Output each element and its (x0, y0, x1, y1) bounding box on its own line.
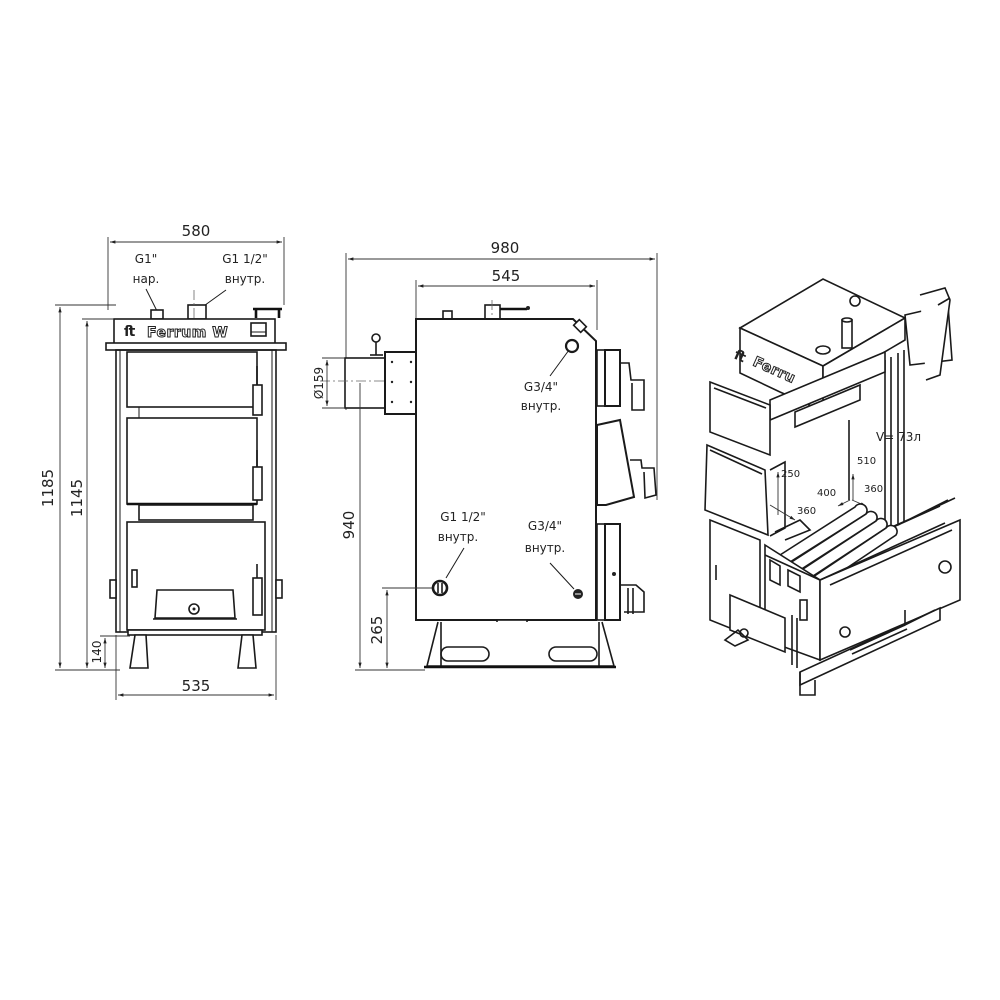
iso-dim-400: 400 (817, 488, 836, 499)
return-height-dim: 265 (368, 616, 386, 645)
total-height-dim: 1185 (39, 469, 57, 507)
iso-dim-360b: 360 (864, 484, 883, 495)
leg-height-dim: 140 (90, 641, 104, 664)
isometric-view: ﬅ Ferru 250 360 510 400 360 (704, 278, 961, 696)
fitting-left-type: нар. (133, 272, 160, 286)
side-fitting-br-type: внутр. (525, 541, 565, 555)
front-view: 580 G1" нар. G1 1/2" внутр. ﬅ Ferrum W (39, 222, 287, 700)
side-fitting-top-type: внутр. (521, 399, 561, 413)
product-logo: Ferrum W (147, 325, 228, 341)
logo-mark: ﬅ (124, 324, 135, 340)
body-height-dim: 1145 (68, 479, 86, 517)
side-fitting-bl-type: внутр. (438, 530, 478, 544)
iso-dim-360a: 360 (797, 506, 816, 517)
fitting-right-size: G1 1/2" (222, 252, 268, 266)
bottom-width-dim: 535 (182, 677, 211, 695)
fitting-left-size: G1" (135, 252, 157, 266)
fitting-right-type: внутр. (225, 272, 265, 286)
side-fitting-br-size: G3/4" (528, 519, 562, 533)
iso-dim-510: 510 (857, 456, 876, 467)
total-length-dim: 980 (491, 239, 520, 257)
flue-height-dim: 940 (340, 511, 358, 540)
side-fitting-top-size: G3/4" (524, 380, 558, 394)
water-volume: V= 73л (876, 430, 921, 444)
iso-dim-250: 250 (781, 469, 800, 480)
front-width-dim: 580 (182, 222, 211, 240)
side-fitting-bl-size: G1 1/2" (440, 510, 486, 524)
side-view: 980 545 Ø159 940 (312, 239, 658, 671)
body-length-dim: 545 (492, 267, 521, 285)
flue-diameter-dim: Ø159 (312, 367, 326, 399)
